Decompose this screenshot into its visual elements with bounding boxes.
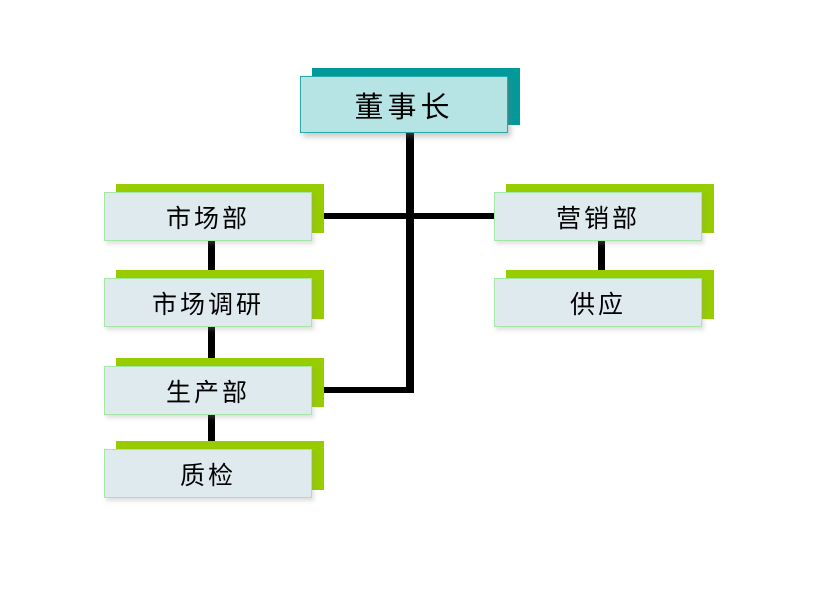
node-quality-inspection-box[interactable]: 质检: [104, 449, 312, 498]
node-market-research-label: 市场调研: [151, 289, 264, 319]
node-marketing-dept[interactable]: 市场部: [104, 184, 324, 241]
node-marketing-dept-label: 市场部: [165, 203, 250, 233]
node-quality-inspection[interactable]: 质检: [104, 441, 324, 498]
node-production-dept-label: 生产部: [165, 377, 250, 407]
node-sales-dept-label: 营销部: [555, 203, 640, 233]
connector-horizontal-level1: [320, 213, 497, 219]
node-sales-dept[interactable]: 营销部: [494, 184, 714, 241]
node-production-dept[interactable]: 生产部: [104, 358, 324, 415]
node-chairman-label: 董事长: [354, 89, 454, 124]
node-market-research-box[interactable]: 市场调研: [104, 278, 312, 327]
connector-research-to-production: [208, 326, 215, 362]
connector-elbow-production: [322, 387, 414, 393]
node-quality-inspection-label: 质检: [179, 460, 236, 490]
connector-production-to-quality: [208, 414, 215, 448]
node-production-dept-box[interactable]: 生产部: [104, 366, 312, 415]
node-supply[interactable]: 供应: [494, 270, 714, 327]
connector-marketing-to-research: [208, 240, 215, 272]
connector-trunk-vertical: [406, 132, 414, 393]
node-chairman[interactable]: 董事长: [300, 68, 520, 133]
node-market-research[interactable]: 市场调研: [104, 270, 324, 327]
node-chairman-box[interactable]: 董事长: [300, 76, 508, 133]
node-marketing-dept-box[interactable]: 市场部: [104, 192, 312, 241]
connector-sales-to-supply: [598, 240, 605, 272]
node-supply-box[interactable]: 供应: [494, 278, 702, 327]
node-sales-dept-box[interactable]: 营销部: [494, 192, 702, 241]
node-supply-label: 供应: [569, 289, 626, 319]
